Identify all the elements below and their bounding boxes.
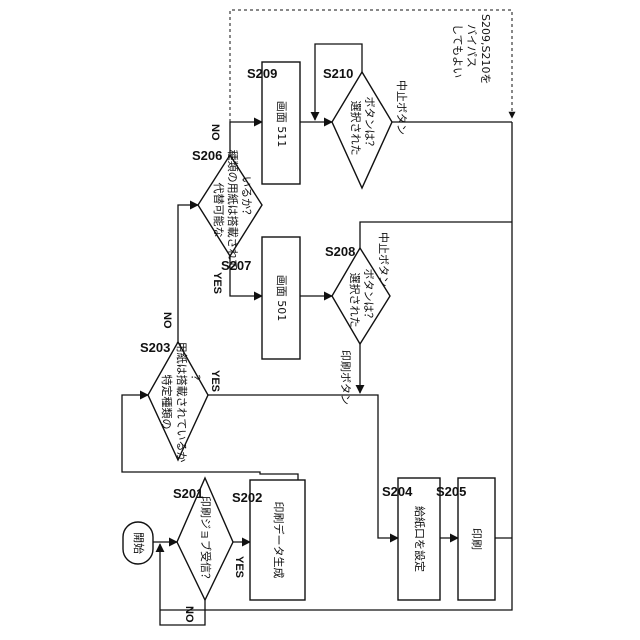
s208-print-label: 印刷ボタン (339, 350, 352, 405)
s201-step: S201 (173, 486, 203, 501)
s207-text: 画面 501 (275, 275, 288, 322)
node-s206: 代替可能な 種類の用紙は搭載されて いるか？ S206 (192, 148, 262, 270)
s203-step: S203 (140, 340, 170, 355)
s206-no-label: NO (209, 124, 221, 141)
node-s201: 印刷ジョブ受信？ S201 (173, 478, 233, 600)
s208-step: S208 (325, 244, 355, 259)
start-label: 開始 (132, 532, 146, 554)
node-s202: 印刷データ生成 S202 (232, 480, 305, 600)
node-s204: 給紙口を設定 S204 (382, 478, 440, 600)
s201-text: 印刷ジョブ受信？ (199, 496, 213, 584)
node-s209: 画面 511 S209 (247, 62, 300, 184)
bypass-note-line1: S209,S210を (479, 14, 492, 84)
s205-text: 印刷 (470, 528, 483, 550)
s210-step: S210 (323, 66, 353, 81)
s204-step: S204 (382, 484, 413, 499)
s201-no-label: NO (183, 606, 195, 623)
s209-text: 画面 511 (275, 101, 288, 148)
node-s210: 選択された ボタンは？ S210 (323, 66, 392, 188)
start-node: 開始 (123, 522, 153, 564)
s210-line1: 選択された (349, 101, 363, 156)
node-s203: 特定種類の 用紙は搭載されているか ？ S203 (140, 340, 208, 462)
s201-yes-label: YES (233, 556, 245, 578)
s203-line2: 用紙は搭載されているか (175, 342, 189, 463)
s206-yes-label: YES (211, 272, 223, 294)
s202-step: S202 (232, 490, 262, 505)
bypass-note-line2: バイパス (465, 24, 478, 68)
bypass-note-line3: してもよい (451, 24, 464, 78)
s203-line1: 特定種類の (160, 375, 174, 430)
s208-line1: 選択された (348, 273, 362, 328)
s203-no-label: NO (161, 312, 173, 329)
s208-cancel-label: 中止ボタン (377, 232, 390, 287)
s209-step: S209 (247, 66, 277, 81)
edge-s203-no (178, 205, 198, 350)
bypass-note: S209,S210を バイパス してもよい (451, 14, 492, 84)
s208-line2: ボタンは？ (362, 269, 375, 324)
s206-line1: 代替可能な (212, 183, 226, 238)
s205-step: S205 (436, 484, 466, 499)
s207-step: S207 (221, 258, 251, 273)
s206-line2: 種類の用紙は搭載されて (226, 150, 240, 271)
s203-line3: ？ (189, 375, 202, 386)
s202-text: 印刷データ生成 (272, 502, 286, 579)
s210-line2: ボタンは？ (363, 97, 376, 152)
s206-step: S206 (192, 148, 222, 163)
s206-line3: いるか？ (240, 176, 253, 220)
node-s205: 印刷 S205 (436, 478, 495, 600)
s203-yes-label: YES (209, 370, 221, 392)
s210-cancel-label: 中止ボタン (395, 80, 408, 135)
s204-text: 給紙口を設定 (413, 506, 427, 572)
